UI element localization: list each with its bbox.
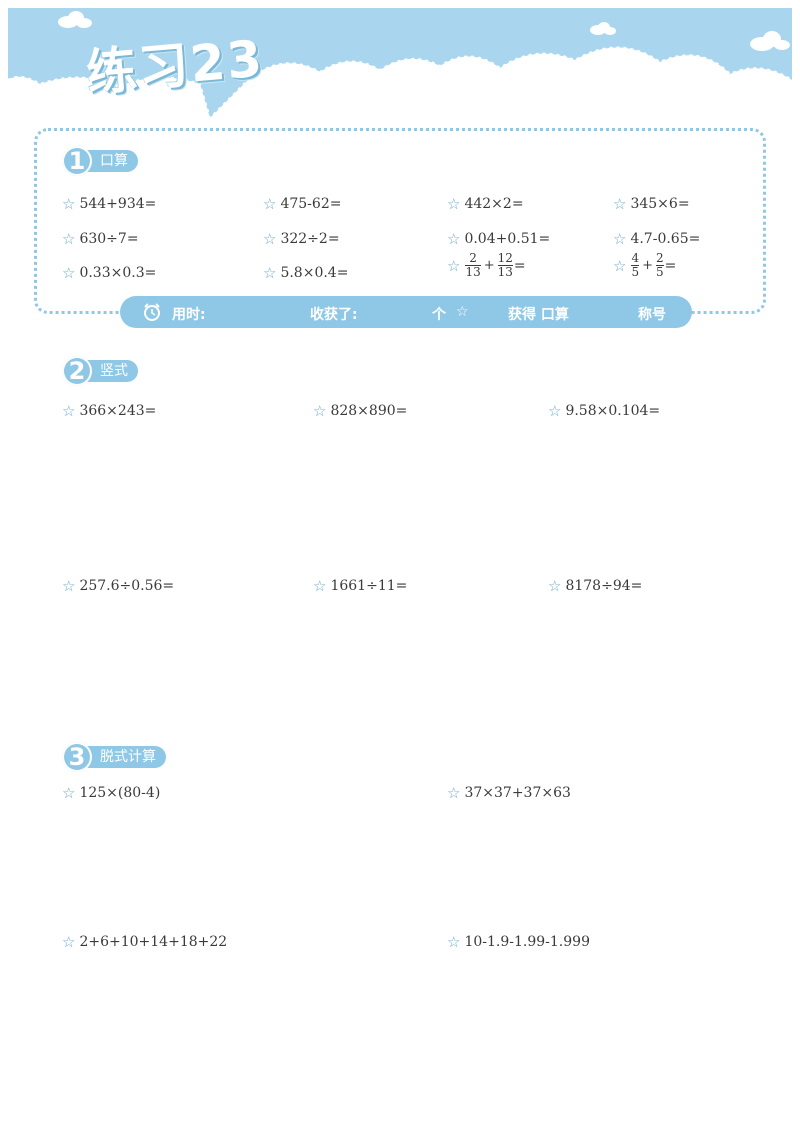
header-banner: 练习23 xyxy=(0,0,800,130)
mental-problem: ☆5.8×0.4= xyxy=(263,264,349,282)
section-1-label: 1 口算 xyxy=(62,146,138,176)
mental-problem: ☆630÷7= xyxy=(62,230,139,248)
section-2-number: 2 xyxy=(62,356,92,386)
star-icon: ☆ xyxy=(548,402,562,420)
section-1-number: 1 xyxy=(62,146,92,176)
harvest-label: 收获了: xyxy=(310,307,358,323)
star-icon: ☆ xyxy=(447,784,461,802)
alarm-clock-icon xyxy=(144,303,160,321)
star-icon: ☆ xyxy=(313,402,327,420)
mental-problem: ☆0.04+0.51= xyxy=(447,230,551,248)
section-2-label: 2 竖式 xyxy=(62,356,138,386)
step-problem: ☆37×37+37×63 xyxy=(447,784,571,802)
star-icon: ☆ xyxy=(263,230,277,248)
star-icon: ☆ xyxy=(62,264,76,282)
cloud-icon xyxy=(58,11,92,28)
star-icon: ☆ xyxy=(613,230,627,248)
step-problem: ☆10-1.9-1.99-1.999 xyxy=(447,933,590,951)
cloud-icon xyxy=(750,31,790,51)
star-icon: ☆ xyxy=(447,933,461,951)
star-icon: ☆ xyxy=(313,577,327,595)
section-3-title: 脱式计算 xyxy=(84,746,166,768)
section-2-title: 竖式 xyxy=(84,360,138,382)
star-icon: ☆ xyxy=(263,195,277,213)
star-icon: ☆ xyxy=(456,304,469,320)
mental-math-box xyxy=(34,128,766,314)
section-1-title: 口算 xyxy=(84,150,138,172)
cloud-icon xyxy=(590,22,616,35)
star-icon: ☆ xyxy=(62,230,76,248)
vertical-problem: ☆9.58×0.104= xyxy=(548,402,661,420)
star-icon: ☆ xyxy=(62,402,76,420)
mental-problem: ☆544+934= xyxy=(62,195,157,213)
record-bar: 用时: 收获了: 个 ☆ 获得 口算 称号 xyxy=(120,296,692,328)
vertical-problem: ☆366×243= xyxy=(62,402,157,420)
star-icon: ☆ xyxy=(613,195,627,213)
mental-problem: ☆0.33×0.3= xyxy=(62,264,157,282)
time-label: 用时: xyxy=(172,307,206,323)
mental-problem: ☆322÷2= xyxy=(263,230,340,248)
star-icon: ☆ xyxy=(62,784,76,802)
star-icon: ☆ xyxy=(62,577,76,595)
cloud-banner xyxy=(7,8,793,120)
earn-label: 获得 口算 xyxy=(508,307,569,323)
star-icon: ☆ xyxy=(548,577,562,595)
star-icon: ☆ xyxy=(447,256,461,275)
title-suffix: 称号 xyxy=(638,307,666,323)
star-icon: ☆ xyxy=(447,195,461,213)
section-3-number: 3 xyxy=(62,742,92,772)
star-icon: ☆ xyxy=(447,230,461,248)
star-icon: ☆ xyxy=(62,933,76,951)
mental-problem: ☆442×2= xyxy=(447,195,524,213)
star-icon: ☆ xyxy=(613,256,627,275)
mental-problem: ☆345×6= xyxy=(613,195,690,213)
harvest-unit: 个 xyxy=(432,307,446,323)
section-3-label: 3 脱式计算 xyxy=(62,742,166,772)
mental-problem: ☆475-62= xyxy=(263,195,342,213)
step-problem: ☆125×(80-4) xyxy=(62,784,161,802)
vertical-problem: ☆1661÷11= xyxy=(313,577,408,595)
mental-problem: ☆4.7-0.65= xyxy=(613,230,701,248)
vertical-problem: ☆828×890= xyxy=(313,402,408,420)
vertical-problem: ☆257.6÷0.56= xyxy=(62,577,175,595)
star-icon: ☆ xyxy=(62,195,76,213)
star-icon: ☆ xyxy=(263,264,277,282)
step-problem: ☆2+6+10+14+18+22 xyxy=(62,933,228,951)
page-title: 练习23 xyxy=(84,29,267,103)
vertical-problem: ☆8178÷94= xyxy=(548,577,643,595)
